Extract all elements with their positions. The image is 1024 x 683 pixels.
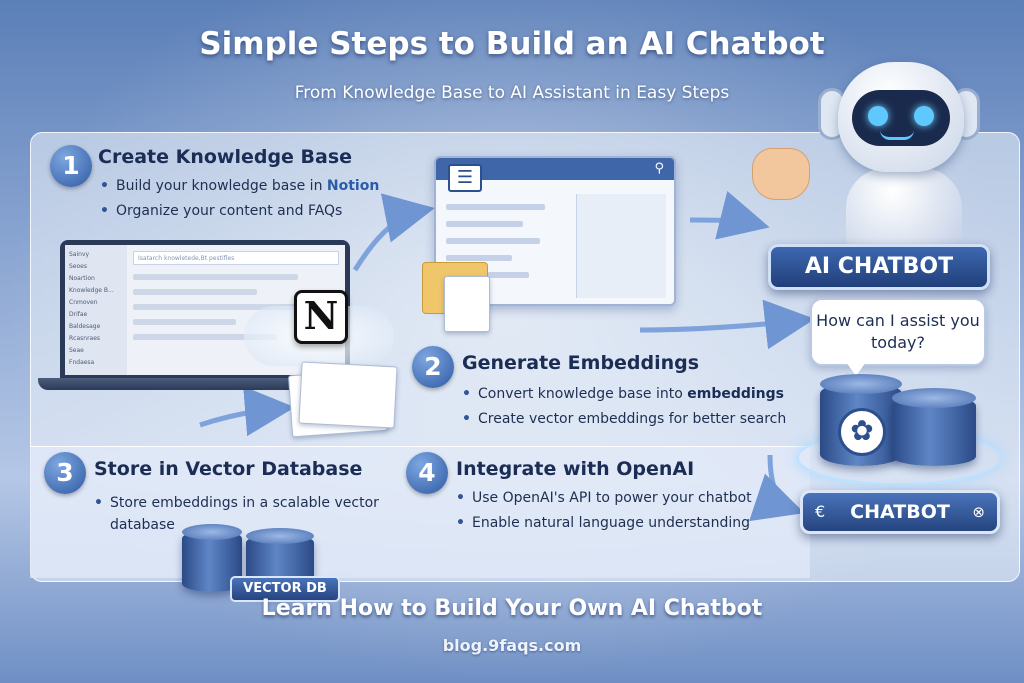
page-title: Simple Steps to Build an AI Chatbot [199, 26, 825, 62]
database-top [892, 388, 976, 408]
robot-eye [914, 106, 934, 126]
step-1-title: Create Knowledge Base [98, 146, 353, 168]
step-3-bullet-1: Store embeddings in a scalable vector da… [94, 492, 394, 536]
euro-icon: € [815, 502, 826, 521]
step-4-badge: 4 [406, 452, 448, 494]
close-icon: ⊗ [972, 503, 985, 521]
step-2-bullets: Convert knowledge base into embeddings C… [462, 386, 802, 436]
document-icon [298, 361, 398, 429]
chatbot-button[interactable]: € CHATBOT ⊗ [800, 490, 1000, 534]
step-3-bullets: Store embeddings in a scalable vector da… [94, 492, 394, 545]
step-4-bullets: Use OpenAI's API to power your chatbot E… [456, 490, 776, 540]
waving-hand-icon [752, 148, 810, 200]
step-4-bullet-2: Enable natural language understanding [456, 515, 776, 531]
page-subtitle: From Knowledge Base to AI Assistant in E… [294, 83, 730, 103]
window-side-panel [576, 194, 666, 298]
laptop-sidebar: Sainvy Seoes Noartion Knowledge B... Cnm… [65, 245, 127, 375]
search-icon: ⚲ [654, 161, 664, 176]
step-3-badge: 3 [44, 452, 86, 494]
speech-bubble: How can I assist you today? [810, 298, 986, 366]
document-icon [444, 276, 490, 332]
vector-db-label: VECTOR DB [230, 576, 340, 602]
step-2-bullet-1: Convert knowledge base into embeddings [462, 386, 802, 402]
laptop-search-bar: Isatarch knowletede,Bt pestifles [133, 251, 339, 265]
footer-url[interactable]: blog.9faqs.com [442, 636, 582, 655]
footer-title: Learn How to Build Your Own AI Chatbot [261, 596, 763, 621]
book-icon: ☰ [448, 164, 482, 192]
arrow-docs-to-step2 [199, 386, 295, 437]
step-3-title: Store in Vector Database [94, 458, 363, 480]
speech-bubble-tail [846, 362, 866, 376]
database-top [246, 528, 314, 544]
step-1-badge: 1 [50, 145, 92, 187]
step-2-badge: 2 [412, 346, 454, 388]
step-2-bullet-2: Create vector embeddings for better sear… [462, 411, 802, 427]
robot-body [846, 168, 962, 248]
arrow-browser-to-robot [689, 191, 770, 240]
step-4-title: Integrate with OpenAI [456, 458, 695, 480]
arrow-step4-to-chatbot [749, 454, 805, 522]
database-top [820, 374, 902, 394]
step-1-bullet-1: Build your knowledge base in Notion [100, 178, 420, 194]
chatbot-button-label: CHATBOT [850, 501, 950, 523]
arrow-step2-to-bubble [639, 299, 815, 350]
step-2-title: Generate Embeddings [462, 352, 700, 374]
robot-eye [868, 106, 888, 126]
notion-logo-icon: N [294, 290, 348, 344]
step-1-bullet-2: Organize your content and FAQs [100, 203, 420, 219]
openai-logo-icon: ✿ [838, 408, 886, 456]
database-top [182, 524, 242, 540]
step-1-bullets: Build your knowledge base in Notion Orga… [100, 178, 420, 228]
robot-mouth [880, 130, 914, 140]
ai-chatbot-badge: AI CHATBOT [768, 244, 990, 290]
step-4-bullet-1: Use OpenAI's API to power your chatbot [456, 490, 776, 506]
window-title-bar: ⚲ [436, 158, 674, 180]
